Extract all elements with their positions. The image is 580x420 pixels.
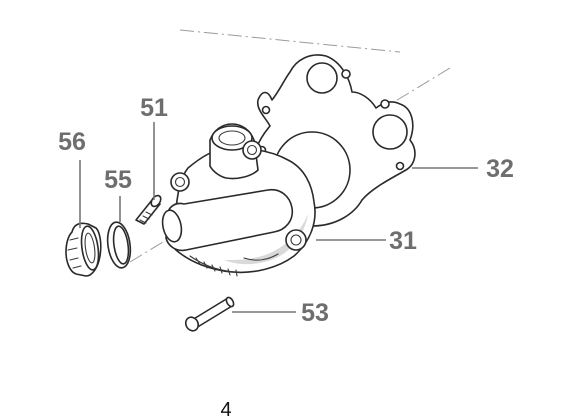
callout-31: 31: [389, 227, 417, 255]
callout-32: 32: [486, 155, 514, 183]
screw-part-51: [135, 194, 162, 225]
fitting-part-56: [65, 222, 102, 277]
o-ring-part-55: [106, 221, 132, 269]
callout-55: 55: [104, 166, 132, 194]
bolt-part-53: [184, 296, 235, 332]
page-number: 4: [220, 399, 231, 420]
pump-housing-part-31: [161, 123, 316, 277]
callout-56: 56: [58, 128, 86, 156]
callout-51: 51: [140, 94, 168, 122]
leader-lines: [79, 122, 478, 313]
callout-53: 53: [301, 299, 329, 327]
